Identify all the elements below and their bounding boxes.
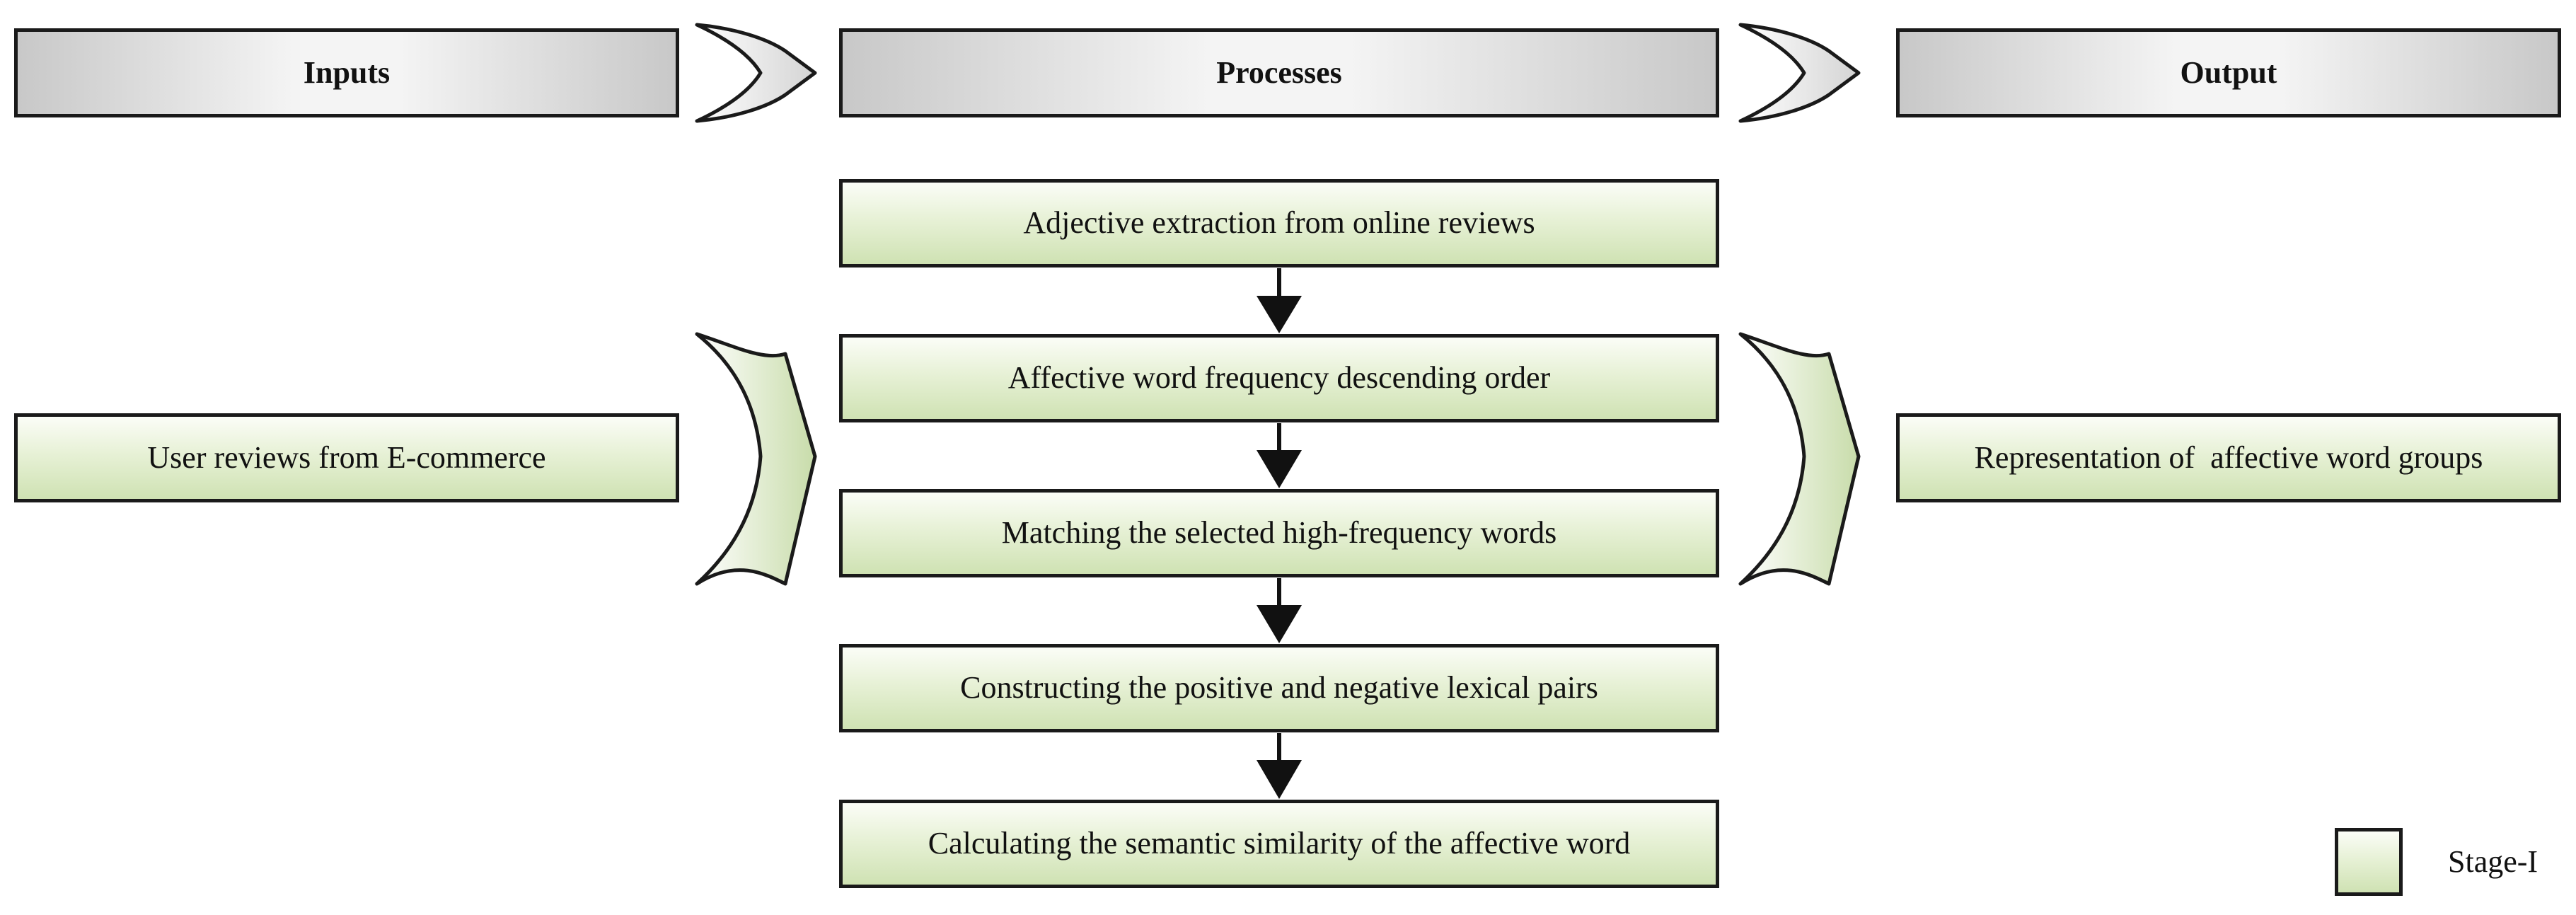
header-processes: Processes: [839, 28, 1719, 117]
process-step-2-label: Affective word frequency descending orde…: [1007, 360, 1551, 396]
process-step-3-label: Matching the selected high-frequency wor…: [1001, 515, 1557, 551]
legend-label: Stage-I: [2448, 844, 2539, 879]
process-step-2: Affective word frequency descending orde…: [839, 334, 1719, 422]
process-step-5: Calculating the semantic similarity of t…: [839, 800, 1719, 888]
process-step-5-label: Calculating the semantic similarity of t…: [928, 826, 1631, 861]
header-inputs-label: Inputs: [303, 54, 391, 90]
header-arrow-processes-to-output: [1738, 23, 1861, 123]
block-arrow-processes-to-output: [1738, 332, 1861, 586]
output-box-label: Representation of affective word groups: [1974, 439, 2483, 475]
header-arrow-inputs-to-processes: [695, 23, 817, 123]
process-connector-4: [1257, 733, 1302, 799]
input-box: User reviews from E-commerce: [14, 413, 679, 502]
process-step-4-label: Constructing the positive and negative l…: [960, 670, 1598, 706]
header-inputs: Inputs: [14, 28, 679, 117]
legend-swatch: [2335, 828, 2403, 896]
header-processes-label: Processes: [1216, 54, 1342, 90]
process-connector-3: [1257, 578, 1302, 643]
process-step-1: Adjective extraction from online reviews: [839, 179, 1719, 267]
process-connector-1: [1257, 268, 1302, 333]
header-output-label: Output: [2180, 54, 2277, 90]
process-step-4: Constructing the positive and negative l…: [839, 644, 1719, 732]
process-connector-2: [1257, 423, 1302, 488]
process-step-3: Matching the selected high-frequency wor…: [839, 489, 1719, 577]
header-output: Output: [1896, 28, 2561, 117]
input-box-label: User reviews from E-commerce: [147, 439, 546, 475]
block-arrow-input-to-processes: [695, 332, 817, 586]
process-step-1-label: Adjective extraction from online reviews: [1023, 205, 1535, 241]
output-box: Representation of affective word groups: [1896, 413, 2561, 502]
